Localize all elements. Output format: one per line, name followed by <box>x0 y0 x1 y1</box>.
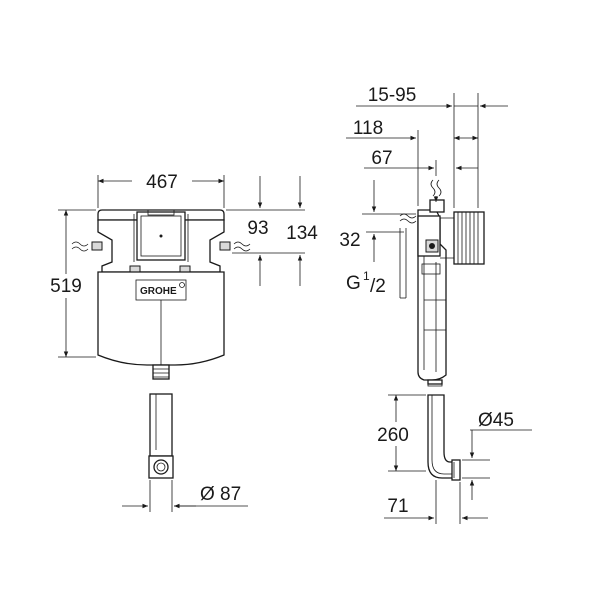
dim-15-95: 15-95 <box>368 85 417 106</box>
dim-67: 67 <box>371 148 392 169</box>
thread-num: 1 <box>363 269 370 283</box>
dim-71: 71 <box>387 496 408 517</box>
dim-dia-87: Ø 87 <box>200 484 241 505</box>
brand-logo: GROHE <box>140 286 177 297</box>
dim-134: 134 <box>286 223 318 244</box>
dim-32: 32 <box>339 230 360 251</box>
dim-467: 467 <box>146 172 178 193</box>
thread-den: /2 <box>370 276 386 297</box>
front-view: GROHE <box>71 209 251 479</box>
dim-dia-45: Ø45 <box>478 410 514 431</box>
side-view <box>399 179 485 481</box>
dim-260: 260 <box>377 425 409 446</box>
dim-93: 93 <box>247 218 268 239</box>
thread-g: G <box>346 273 361 294</box>
side-dimensions: 15-95 118 67 32 G 1 /2 260 Ø45 <box>339 85 532 524</box>
dim-118: 118 <box>353 118 383 139</box>
front-dimensions: 467 519 93 134 Ø 87 <box>44 168 318 512</box>
dim-519: 519 <box>50 276 82 297</box>
